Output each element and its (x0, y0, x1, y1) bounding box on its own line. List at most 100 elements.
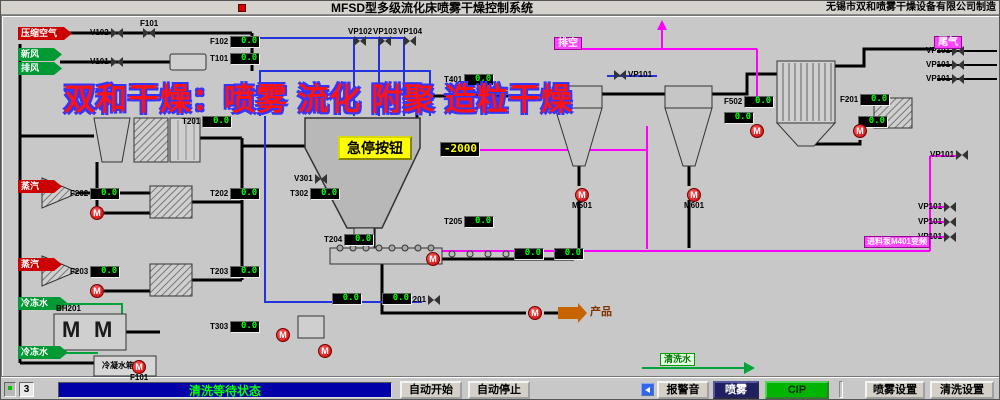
value-display: 0.0 (332, 293, 362, 305)
display-value: 0.0 (230, 36, 261, 48)
pump[interactable]: M (528, 306, 542, 320)
display-value: 0.0 (230, 53, 261, 65)
valve-label: VP101 (918, 232, 943, 241)
diagram-label: 产品 (590, 306, 612, 318)
spray-button[interactable]: 喷雾 (713, 381, 759, 399)
valve-v101[interactable]: V101 (90, 57, 123, 67)
diagram-label: M (94, 317, 113, 342)
valve-vp101[interactable]: VP101 (918, 202, 957, 212)
valve-vp101[interactable]: VP101 (918, 217, 957, 227)
value-display: 0.0 (554, 248, 584, 260)
valve-label: VP103 (373, 27, 398, 36)
valve-icon (944, 217, 957, 227)
clean-settings-button[interactable]: 清洗设置 (930, 381, 994, 399)
pump[interactable]: M (853, 124, 867, 138)
pipes-black-thin (937, 50, 997, 80)
spray-settings-button[interactable]: 喷雾设置 (865, 381, 925, 399)
valve-vp103[interactable]: VP103 (373, 28, 397, 48)
diagram-label: 进料泵M401变频 (864, 236, 931, 248)
stream-label: 冷冻水 (18, 297, 68, 310)
valve-vp101[interactable]: VP101 (918, 232, 957, 242)
pump-icon: M (318, 344, 332, 358)
valve-label: VP101 (628, 70, 653, 79)
display-value: 0.0 (332, 293, 362, 305)
display-tag: T401 (444, 75, 463, 84)
pipes-green (66, 303, 744, 369)
display-tag: F102 (210, 37, 229, 46)
pump[interactable]: M (426, 252, 440, 266)
display-tag: T205 (444, 217, 463, 226)
pump-label: M601 (684, 201, 705, 210)
valve-icon (143, 28, 156, 40)
valve-icon (952, 74, 965, 84)
pump-icon: M (276, 328, 290, 342)
valve-icon (952, 46, 965, 56)
pump-icon: M (90, 284, 104, 298)
valve-f101[interactable]: F101 (140, 20, 158, 40)
valve-icon (404, 36, 417, 48)
valve-v301[interactable]: V301 (294, 174, 327, 184)
separator (839, 381, 843, 398)
valve-icon (944, 232, 957, 242)
valve-vp101[interactable]: VP101 (926, 46, 965, 56)
display-value: 0.0 (860, 94, 891, 106)
pump[interactable]: M (276, 328, 290, 342)
pump-icon: M (687, 188, 701, 202)
valve-vp101[interactable]: VP101 (614, 70, 652, 80)
stream-label: 蒸汽 (18, 180, 62, 193)
page-indicator: 3 (19, 382, 34, 397)
auto-start-button[interactable]: 自动开始 (400, 381, 462, 399)
auto-stop-button[interactable]: 自动停止 (468, 381, 530, 399)
display-tag: F502 (724, 97, 743, 106)
display-value: 0.0 (554, 248, 584, 260)
display-value: 0.0 (230, 266, 261, 278)
valve-vp102[interactable]: VP102 (348, 28, 372, 48)
valve-vp101[interactable]: VP101 (926, 60, 965, 70)
alarm-mute-button[interactable]: 报警音 (657, 381, 709, 399)
titlebar: MFSD型多级流化床喷雾干燥控制系统 无锡市双和喷雾干燥设备有限公司制造 (1, 1, 999, 15)
emergency-stop-button[interactable]: 急停按钮 (338, 136, 412, 160)
valve-icon (952, 60, 965, 70)
company-name: 无锡市双和喷雾干燥设备有限公司制造 (826, 2, 996, 13)
pump[interactable]: M (750, 124, 764, 138)
display-value: 0.0 (464, 74, 495, 86)
valve-vp201[interactable]: VP201 (402, 295, 441, 305)
cip-button[interactable]: CIP (765, 381, 829, 399)
valve-vp101[interactable]: VP101 (930, 150, 969, 160)
arrowheads (558, 20, 755, 374)
alarm-mute-icon[interactable] (641, 383, 654, 396)
display-tag: F201 (840, 95, 859, 104)
diagram-label: M (62, 317, 81, 342)
display-value: 0.0 (90, 188, 121, 200)
statusbar: 3 清洗等待状态 自动开始 自动停止 报警音 喷雾 CIP 喷雾设置 清洗设置 (1, 377, 999, 399)
pump-label: M501 (572, 201, 593, 210)
valve-label: VP101 (918, 202, 943, 211)
pump[interactable]: M (90, 206, 104, 220)
pump[interactable]: M (318, 344, 332, 358)
valve-v102[interactable]: V102 (90, 28, 123, 38)
display-value: 0.0 (744, 96, 775, 108)
stream-label: 新风 (18, 48, 62, 61)
valve-vp101[interactable]: VP101 (926, 74, 965, 84)
valve-vp104[interactable]: VP104 (398, 28, 422, 48)
valve-label: VP101 (926, 60, 951, 69)
diagram-label: 清洗水 (660, 353, 696, 366)
stream-label: 冷冻水 (18, 346, 68, 359)
diagram-label: 排空 (554, 37, 582, 50)
display-tag: T302 (290, 189, 309, 198)
pump[interactable]: M (90, 284, 104, 298)
valve-icon (110, 57, 123, 67)
display-tag: T303 (210, 322, 229, 331)
pump-icon: M (528, 306, 542, 320)
value-display: 0.0 (858, 116, 888, 128)
valve-icon (944, 202, 957, 212)
